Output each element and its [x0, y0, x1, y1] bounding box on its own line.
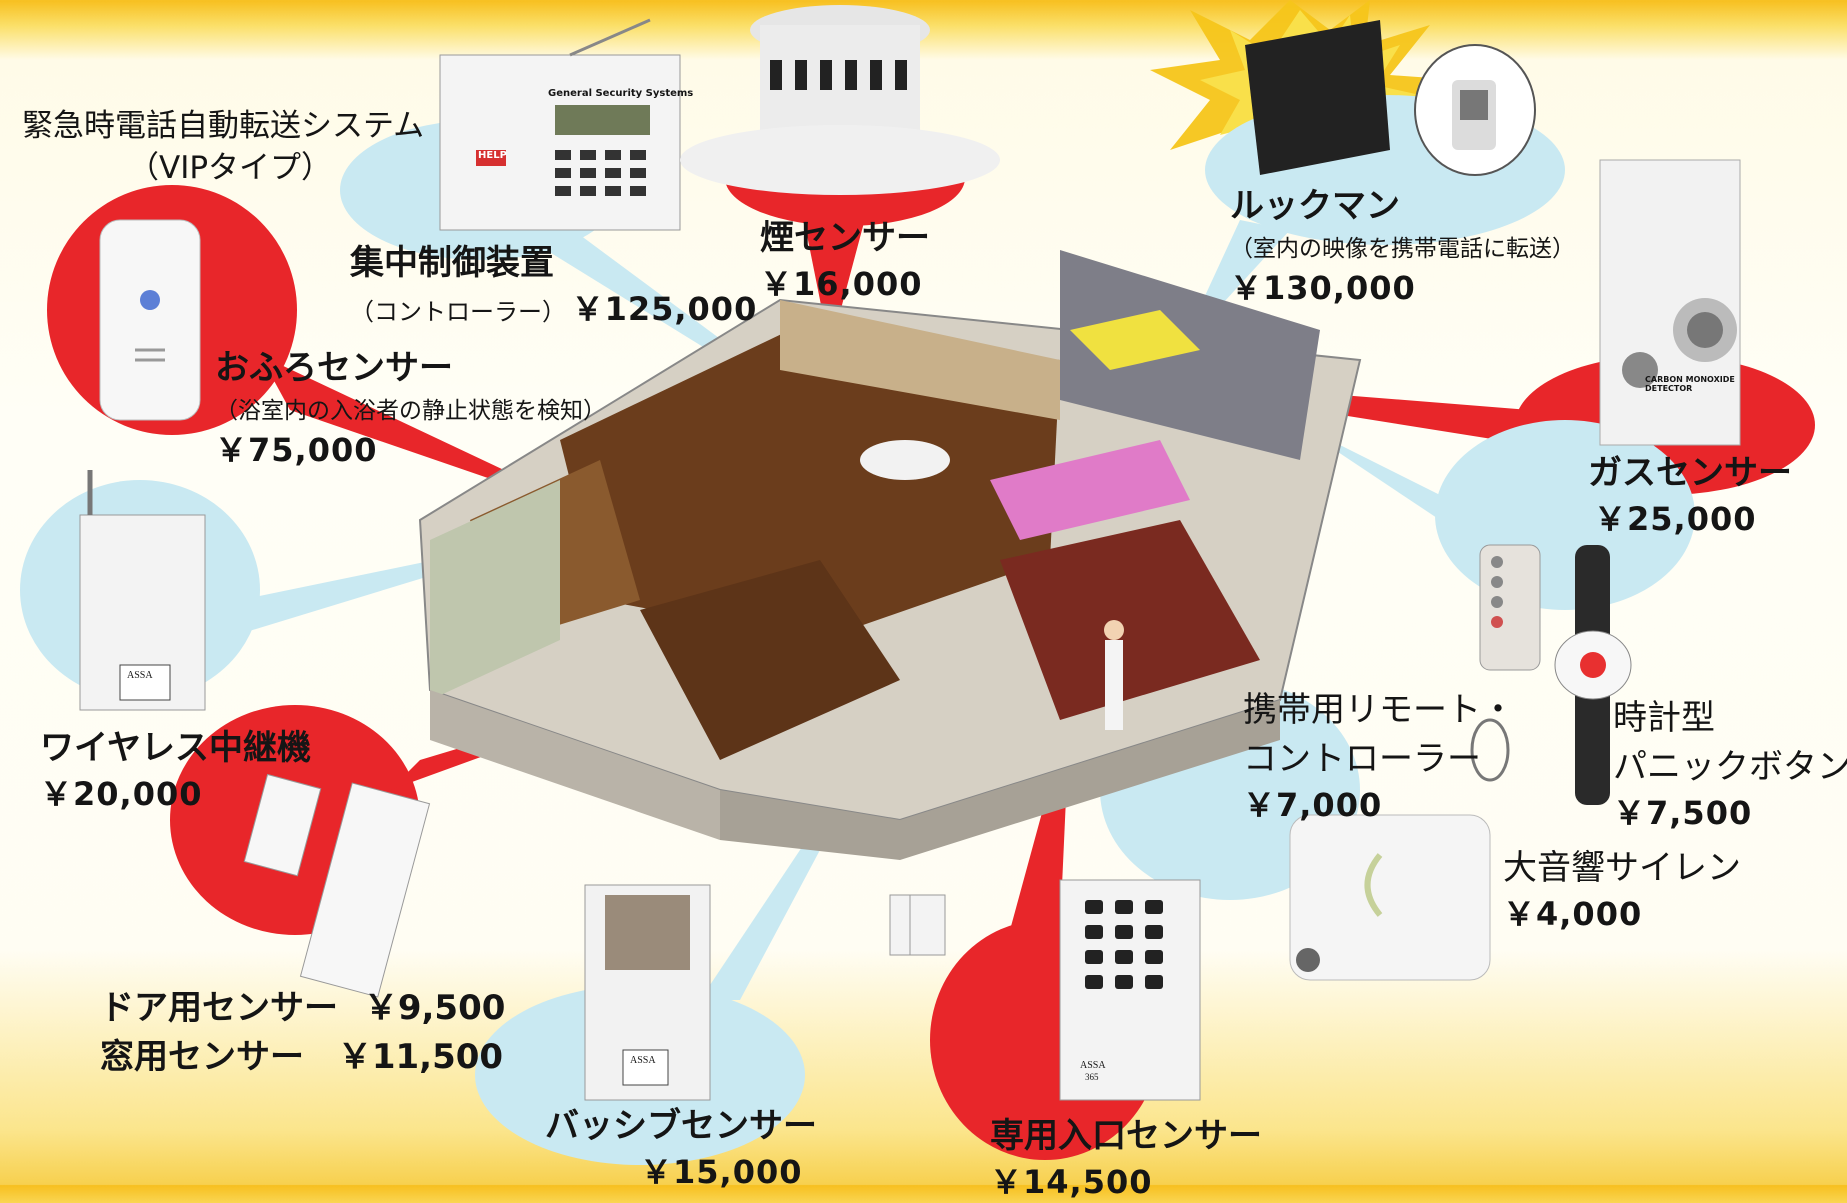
gas-label: ガスセンサー ￥25,000: [1588, 445, 1792, 540]
gas-price: ￥25,000: [1594, 500, 1757, 538]
repeater-label: ワイヤレス中継機 ￥20,000: [40, 720, 311, 815]
repeater-price: ￥20,000: [40, 775, 203, 813]
house-floorplan: [418, 250, 1362, 860]
watch-name-1: 時計型: [1613, 698, 1715, 738]
controller-brand: General Security Systems: [548, 88, 694, 99]
bath-name: おふろセンサー: [215, 348, 453, 388]
bath-note: （浴室内の入浴者の静止状態を検知）: [215, 398, 606, 424]
controller-help-button: HELP: [478, 150, 507, 161]
door-row: ドア用センサー ￥9,500: [100, 980, 505, 1029]
sofa: [990, 440, 1190, 540]
remote-name-2: コントローラー: [1243, 739, 1481, 779]
device-lookman: [1245, 20, 1536, 176]
smoke-pointer: [800, 200, 870, 350]
repeater-assa: ASSA: [127, 670, 153, 681]
gas-detector-text: CARBON MONOXIDE DETECTOR: [1645, 375, 1735, 393]
device-remote: [1470, 544, 1541, 782]
smoke-label: 煙センサー ￥16,000: [760, 210, 930, 305]
siren-label: 大音響サイレン ￥4,000: [1503, 840, 1741, 935]
entry-name: 専用入口センサー: [990, 1116, 1262, 1156]
lookman-label: ルックマン （室内の映像を携帯電話に転送） ￥130,000: [1230, 178, 1575, 309]
entry-assa: ASSA: [1080, 1060, 1106, 1071]
remote-price: ￥7,000: [1243, 786, 1383, 824]
door-price: ￥9,500: [363, 988, 506, 1028]
device-entry-keypad: [889, 879, 1201, 1101]
window-name: 窓用センサー: [100, 1037, 304, 1077]
lookman-name: ルックマン: [1230, 186, 1400, 226]
bath-price: ￥75,000: [215, 431, 378, 469]
entry-assa-num: 365: [1085, 1072, 1099, 1082]
device-repeater: [79, 470, 206, 711]
device-door-sensor: [243, 773, 431, 998]
remote-label: 携帯用リモート・ コントローラー ￥7,000: [1243, 682, 1515, 826]
window-price: ￥11,500: [337, 1037, 504, 1077]
device-gas-sensor: [1599, 159, 1741, 446]
entry-price: ￥14,500: [990, 1163, 1153, 1201]
device-watch: [1554, 545, 1632, 805]
passive-name: バッシブセンサー: [545, 1106, 817, 1146]
lookman-note: （室内の映像を携帯電話に転送）: [1230, 236, 1575, 262]
door-name: ドア用センサー: [100, 988, 338, 1028]
device-smoke-sensor: [680, 5, 1000, 195]
person: [1105, 640, 1123, 730]
passive-label: バッシブセンサー ￥15,000: [545, 1098, 817, 1193]
lookman-price: ￥130,000: [1230, 269, 1416, 307]
window-row: 窓用センサー ￥11,500: [100, 1029, 505, 1078]
device-siren: [1289, 814, 1491, 981]
repeater-name: ワイヤレス中継機: [40, 728, 311, 768]
watch-label: 時計型 パニックボタン ￥7,500: [1613, 690, 1847, 834]
device-controller: [439, 18, 681, 231]
controller-name: 集中制御装置: [350, 243, 554, 283]
gas-name: ガスセンサー: [1588, 453, 1792, 493]
entry-label: 専用入口センサー ￥14,500: [990, 1108, 1262, 1203]
bath-label: おふろセンサー （浴室内の入浴者の静止状態を検知） ￥75,000: [215, 340, 606, 471]
passive-price: ￥15,000: [640, 1153, 803, 1191]
device-bath-sensor: [99, 219, 201, 421]
car: [1070, 310, 1200, 370]
remote-name-1: 携帯用リモート・: [1243, 690, 1515, 730]
watch-price: ￥7,500: [1613, 794, 1753, 832]
system-title: 緊急時電話自動転送システム: [22, 108, 425, 144]
siren-name: 大音響サイレン: [1503, 848, 1741, 888]
passive-assa: ASSA: [630, 1055, 656, 1066]
smoke-price: ￥16,000: [760, 265, 923, 303]
controller-label: 集中制御装置 （コントローラー） ￥125,000: [350, 235, 757, 330]
siren-price: ￥4,000: [1503, 895, 1643, 933]
watch-name-2: パニックボタン: [1613, 747, 1847, 787]
system-subtitle: （VIPタイプ）: [128, 150, 333, 186]
controller-note-price: （コントローラー） ￥125,000: [350, 290, 758, 328]
table: [860, 440, 950, 480]
door-window-label: ドア用センサー ￥9,500 窓用センサー ￥11,500: [100, 980, 505, 1078]
smoke-name: 煙センサー: [760, 218, 930, 258]
device-passive-sensor: [584, 884, 711, 1101]
